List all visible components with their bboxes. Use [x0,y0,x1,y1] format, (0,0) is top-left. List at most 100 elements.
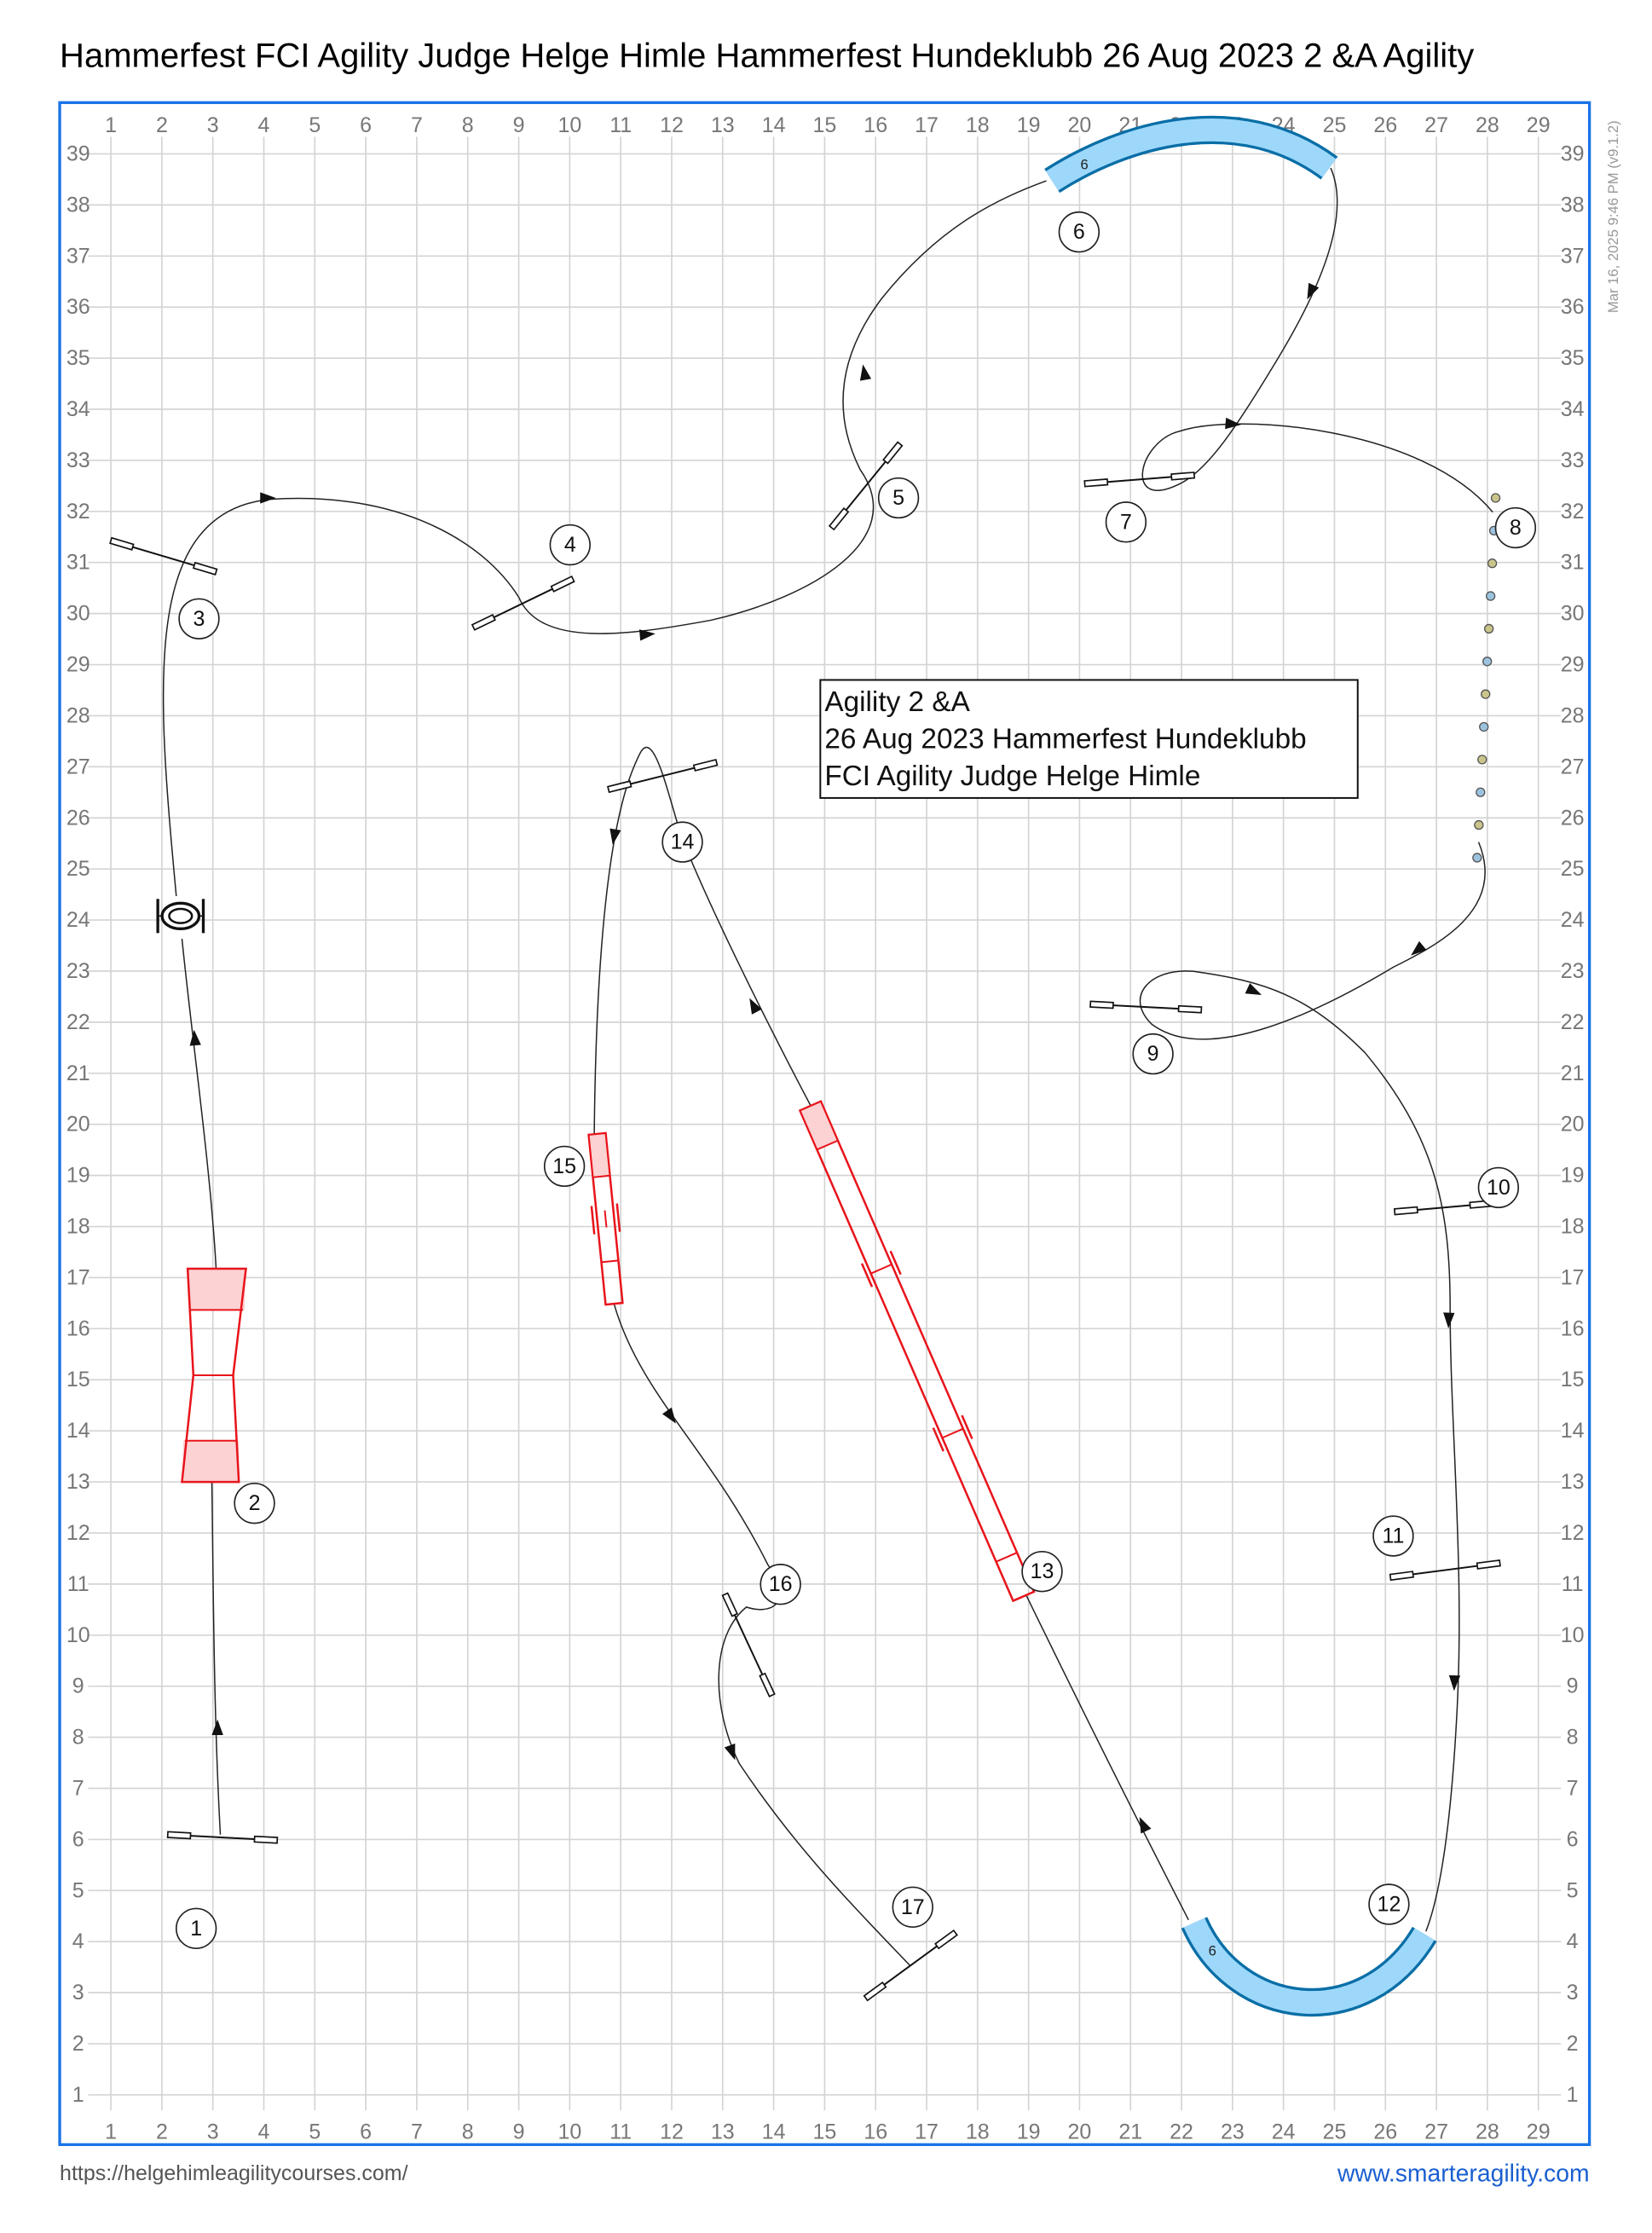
weave-pole [1483,623,1494,634]
jump-wing [828,507,850,531]
tunnel-label: 6 [1081,157,1089,173]
obstacle-number-17: 17 [892,1886,933,1928]
jump[interactable] [1393,1200,1494,1216]
y-tick-label: 28 [1561,703,1585,727]
obstacle-number-8: 8 [1494,506,1537,549]
x-tick-label: 10 [557,2120,581,2143]
jump[interactable] [863,1929,958,2002]
jump[interactable] [607,758,719,794]
arrow-icon [1245,983,1262,995]
obstacle-number-label: 3 [194,607,205,631]
arrow-icon [189,1029,201,1046]
x-tick-label: 13 [711,2120,735,2143]
footer-right-link[interactable]: www.smarteragility.com [1337,2161,1590,2188]
y-tick-label: 30 [66,602,90,626]
footer-left-link[interactable]: https://helgehimleagilitycourses.com/ [60,2161,408,2185]
y-tick-label: 13 [66,1470,90,1494]
obstacle-number-4: 4 [549,524,591,566]
x-tick-label: 13 [711,113,735,137]
x-tick-label: 23 [1221,2120,1245,2143]
y-tick-label: 6 [1567,1827,1579,1851]
x-tick-label: 1 [105,113,117,137]
y-tick-label: 19 [1561,1164,1585,1188]
y-tick-label: 39 [1561,142,1585,165]
weave-pole [1474,819,1484,830]
arrow-icon [1411,940,1427,956]
obstacle-8-weave-poles[interactable] [1472,493,1501,863]
y-tick-label: 27 [66,755,90,778]
y-tick-label: 12 [66,1521,90,1545]
jump[interactable] [1089,1000,1203,1014]
y-tick-label: 10 [1561,1623,1585,1647]
y-tick-label: 27 [1561,755,1585,778]
x-tick-label: 25 [1323,2120,1347,2143]
obstacle-15-seesaw[interactable] [585,1131,627,1306]
obstacle-2-a-frame[interactable] [181,1267,247,1484]
obstacle-13-dogwalk[interactable] [796,1100,1038,1603]
obstacle-number-label: 1 [190,1917,202,1941]
jump-wing [1476,1559,1501,1570]
y-tick-label: 16 [1561,1316,1585,1340]
y-tick-label: 21 [1561,1062,1585,1085]
weave-pole [1482,657,1493,667]
y-tick-label: 8 [72,1726,84,1750]
tunnel-6[interactable]: 6 [1044,115,1338,194]
y-tick-label: 1 [72,2083,84,2107]
y-tick-label: 38 [66,193,90,217]
y-tick-label: 1 [1567,2083,1579,2107]
obstacle-number-label: 12 [1378,1892,1401,1916]
x-tick-label: 2 [156,2120,168,2143]
y-tick-label: 25 [1561,857,1585,881]
y-tick-label: 8 [1567,1726,1579,1750]
x-tick-label: 5 [309,2120,321,2143]
jump[interactable] [828,441,904,531]
x-tick-label: 17 [915,2120,939,2143]
jump[interactable] [166,1831,279,1844]
y-tick-label: 21 [66,1062,90,1085]
y-tick-label: 36 [66,295,90,319]
x-tick-label: 4 [258,113,270,137]
x-tick-label: 11 [609,113,632,137]
x-tick-label: 19 [1017,2120,1041,2143]
x-tick-label: 9 [513,2120,525,2143]
y-tick-label: 29 [1561,653,1585,677]
y-tick-label: 14 [1561,1419,1585,1443]
jump[interactable] [1083,471,1196,488]
obstacle-number-label: 14 [671,830,695,854]
jump[interactable] [1389,1559,1501,1582]
jump-wing [1083,478,1109,488]
jump[interactable] [109,536,218,576]
x-tick-label: 28 [1476,2120,1499,2143]
x-tick-label: 18 [966,2120,990,2143]
jump-wing [1177,1004,1203,1014]
x-tick-label: 27 [1424,113,1448,137]
tunnel-12[interactable]: 6 [1181,1916,1437,2017]
y-tick-label: 33 [1561,448,1585,472]
y-tick-label: 16 [66,1316,90,1340]
jump-wing [192,561,218,576]
y-tick-label: 31 [66,551,90,575]
arrow-icon [661,1407,676,1424]
x-tick-label: 9 [513,113,525,137]
y-tick-label: 13 [1561,1470,1585,1494]
course-border [58,101,1591,2146]
jump[interactable] [721,1592,776,1698]
x-tick-label: 21 [1118,2120,1142,2143]
obstacle-tire[interactable] [156,899,205,934]
x-tick-label: 10 [557,113,581,137]
y-tick-label: 23 [1561,959,1585,983]
y-tick-label: 9 [1567,1675,1579,1698]
jump-wing [1089,1000,1114,1009]
jump-wing [550,575,575,593]
path-arrows [189,282,1461,1834]
y-tick-label: 32 [1561,500,1585,524]
jump-wing [759,1672,776,1698]
arrow-icon [638,629,656,641]
jump[interactable] [471,575,575,631]
weave-pole [1477,755,1487,765]
y-tick-label: 10 [66,1623,90,1647]
jump-wing [934,1929,958,1950]
y-tick-label: 31 [1561,551,1585,575]
jump-wing [1170,471,1196,481]
x-tick-label: 14 [762,113,786,137]
